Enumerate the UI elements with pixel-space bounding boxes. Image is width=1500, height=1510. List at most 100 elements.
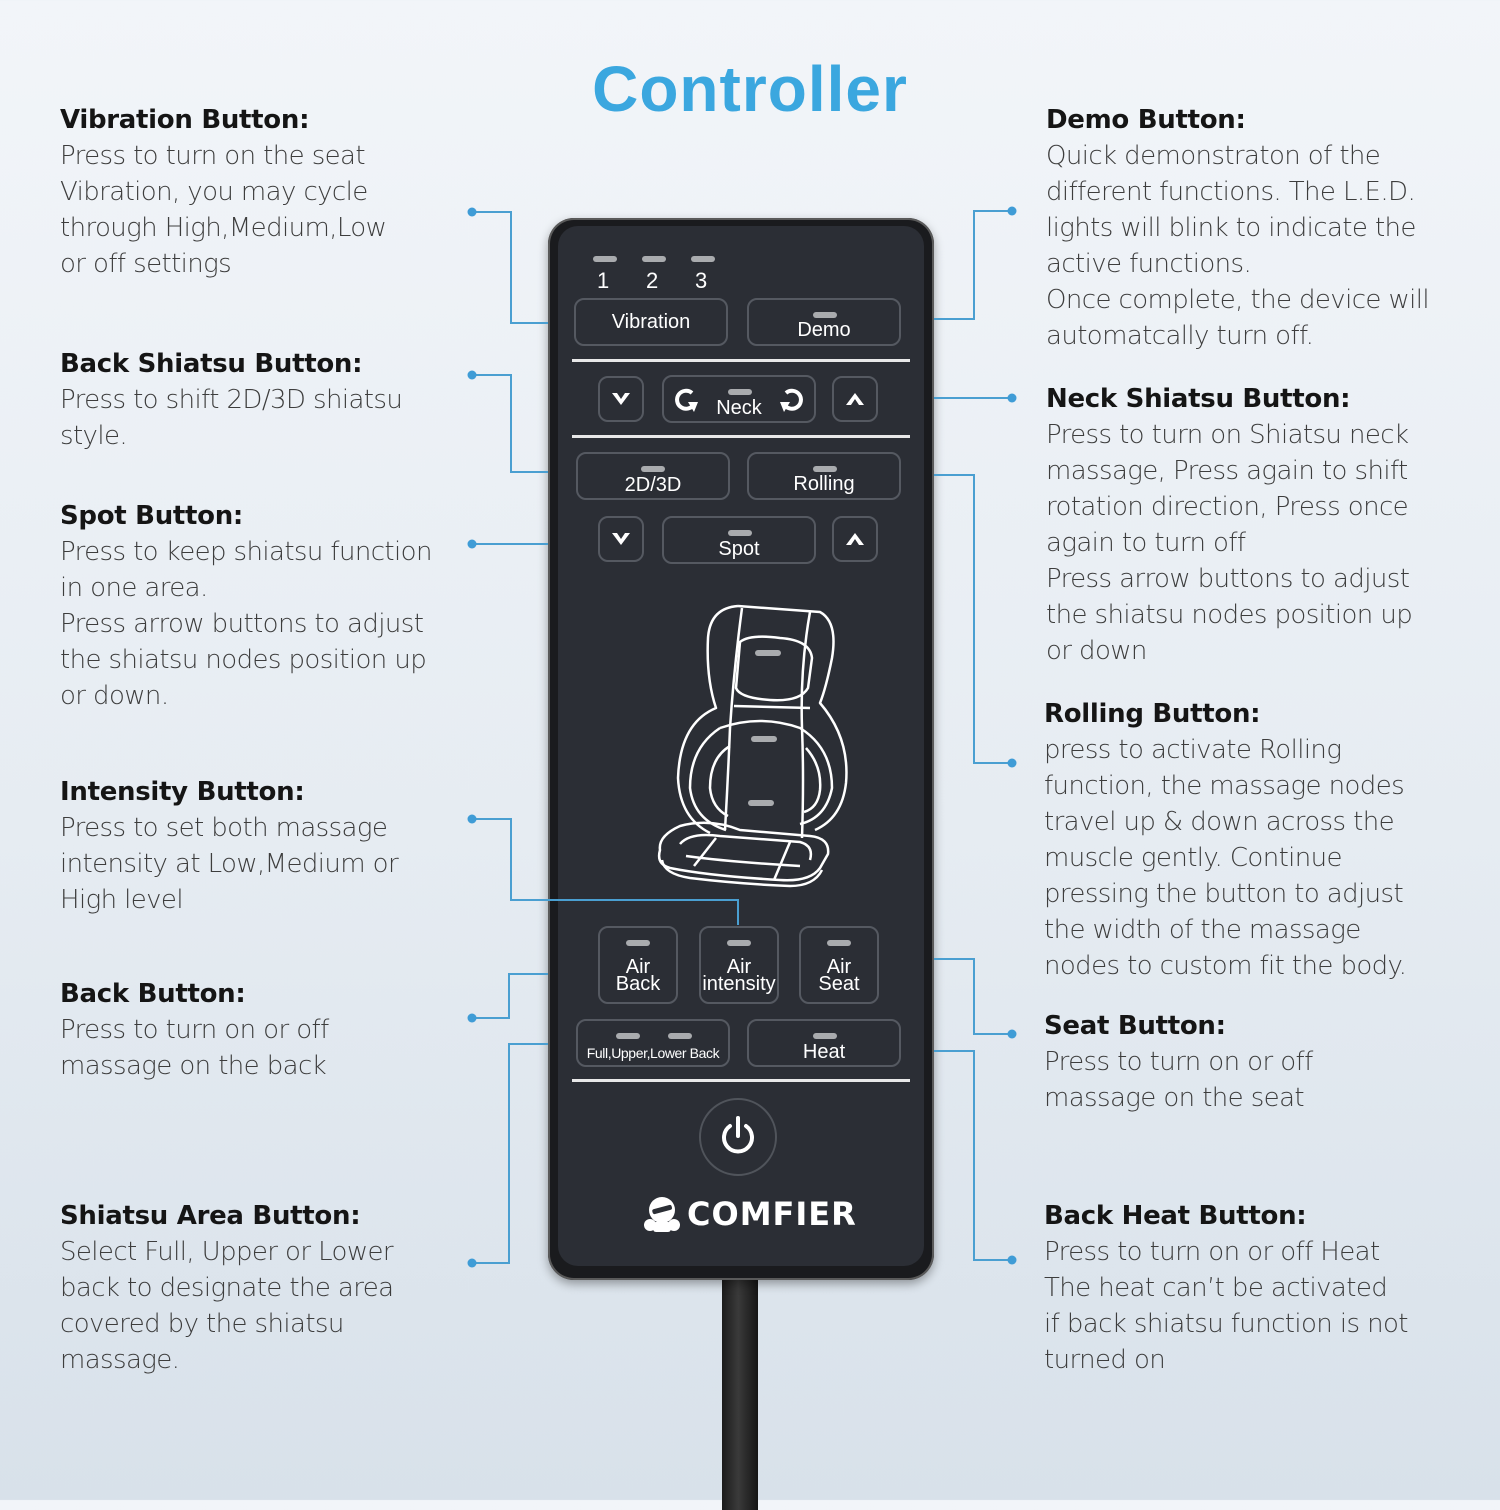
spot-down-button[interactable]	[598, 516, 644, 562]
note-intensity: Intensity Button: Press to set both mass…	[60, 774, 480, 918]
rotate-ccw-icon	[675, 388, 698, 412]
note-spot: Spot Button: Press to keep shiatsu funct…	[60, 498, 480, 714]
note-heading: Spot Button:	[60, 501, 244, 531]
neck-button[interactable]: Neck	[662, 375, 816, 423]
note-body: press to activate Rolling function, the …	[1044, 735, 1407, 981]
note-neck-shiatsu: Neck Shiatsu Button: Press to turn on Sh…	[1046, 381, 1486, 669]
led-air-seat	[827, 940, 851, 946]
note-body: Press to turn on Shiatsu neck massage, P…	[1046, 420, 1413, 666]
note-body: Press to turn on the seat Vibration, you…	[60, 141, 387, 279]
led-vibration-3	[691, 256, 715, 262]
vibration-level-1: 1	[597, 268, 610, 293]
led-air-intensity	[727, 940, 751, 946]
rolling-label: Rolling	[793, 473, 855, 495]
air-intensity-button[interactable]: Air intensity	[699, 926, 779, 1004]
note-body: Select Full, Upper or Lower back to desi…	[60, 1237, 394, 1375]
note-vibration: Vibration Button: Press to turn on the s…	[60, 102, 480, 282]
vibration-level-2: 2	[646, 268, 659, 293]
note-body: Press to keep shiatsu function in one ar…	[60, 537, 432, 711]
air-back-button[interactable]: Air Back	[598, 926, 678, 1004]
demo-button[interactable]: Demo	[747, 298, 901, 346]
led-spot	[728, 530, 752, 536]
neck-down-button[interactable]	[598, 376, 644, 422]
note-rolling: Rolling Button: press to activate Rollin…	[1044, 696, 1484, 984]
neck-up-button[interactable]	[832, 376, 878, 422]
led-vibration-2	[642, 256, 666, 262]
note-heading: Demo Button:	[1046, 105, 1246, 135]
shiatsu-area-button[interactable]: Full,Upper,Lower Back	[576, 1019, 730, 1067]
page-title: Controller	[592, 53, 908, 125]
air-seat-button[interactable]: Air Seat	[799, 926, 879, 1004]
power-button[interactable]	[699, 1098, 777, 1176]
led-area-1	[616, 1033, 640, 1039]
led-lower-zone	[748, 800, 774, 806]
shiatsu-area-label: Full,Upper,Lower Back	[586, 1045, 720, 1061]
note-heading: Intensity Button:	[60, 777, 305, 807]
led-2d3d	[641, 466, 665, 472]
note-body: Press to set both massage intensity at L…	[60, 813, 399, 915]
vibration-level-3: 3	[695, 268, 708, 293]
air-back-label-2: Back	[615, 973, 661, 995]
led-neck	[728, 389, 752, 395]
note-heading: Seat Button:	[1044, 1011, 1226, 1041]
air-seat-label-1: Air	[826, 956, 852, 978]
remote-face: 1 2 3 Vibration Demo Neck	[558, 226, 924, 1266]
led-back-zone	[751, 736, 777, 742]
note-body: Press to shift 2D/3D shiatsu style.	[60, 385, 403, 451]
rolling-button[interactable]: Rolling	[747, 452, 901, 500]
note-heading: Back Button:	[60, 979, 246, 1009]
note-heading: Shiatsu Area Button:	[60, 1201, 361, 1231]
brand-logo: COMFIER	[643, 1194, 857, 1234]
spot-up-button[interactable]	[832, 516, 878, 562]
chevron-up-icon	[846, 533, 864, 545]
note-back: Back Button: Press to turn on or off mas…	[60, 976, 480, 1084]
note-back-shiatsu: Back Shiatsu Button: Press to shift 2D/3…	[60, 346, 480, 454]
vibration-label: Vibration	[611, 311, 691, 333]
mode-2d3d-label: 2D/3D	[624, 474, 682, 496]
power-icon	[722, 1116, 754, 1154]
spot-button[interactable]: Spot	[662, 516, 816, 564]
spot-label: Spot	[718, 538, 760, 560]
note-seat: Seat Button: Press to turn on or off mas…	[1044, 1008, 1484, 1116]
demo-label: Demo	[797, 319, 851, 341]
heat-label: Heat	[802, 1041, 846, 1063]
chevron-down-icon	[612, 393, 630, 405]
rotate-cw-icon	[780, 388, 803, 412]
note-demo: Demo Button: Quick demonstraton of the d…	[1046, 102, 1486, 354]
note-heading: Back Shiatsu Button:	[60, 349, 363, 379]
massage-seat-icon	[657, 604, 848, 888]
comfier-mascot-icon	[644, 1197, 680, 1232]
brand-name: COMFIER	[687, 1195, 857, 1233]
led-air-back	[626, 940, 650, 946]
divider	[572, 359, 910, 362]
note-heading: Neck Shiatsu Button:	[1046, 384, 1351, 414]
note-body: Quick demonstraton of the different func…	[1046, 141, 1430, 351]
led-vibration-1	[593, 256, 617, 262]
mode-2d3d-button[interactable]: 2D/3D	[576, 452, 730, 500]
note-heading: Back Heat Button:	[1044, 1201, 1307, 1231]
vibration-button[interactable]: Vibration	[574, 298, 728, 346]
divider	[572, 435, 910, 438]
air-back-label-1: Air	[625, 956, 651, 978]
led-area-2	[668, 1033, 692, 1039]
note-heading: Rolling Button:	[1044, 699, 1261, 729]
led-demo	[813, 312, 837, 318]
chevron-down-icon	[612, 533, 630, 545]
remote-controller: 1 2 3 Vibration Demo Neck	[548, 218, 934, 1280]
power-cable	[722, 1270, 758, 1510]
air-seat-label-2: Seat	[818, 973, 860, 995]
air-intensity-label-2: intensity	[702, 973, 776, 995]
air-intensity-label-1: Air	[726, 956, 752, 978]
note-body: Press to turn on or off massage on the b…	[60, 1015, 329, 1081]
note-back-heat: Back Heat Button: Press to turn on or of…	[1044, 1198, 1484, 1378]
note-body: Press to turn on or off Heat The heat ca…	[1044, 1237, 1408, 1375]
heat-button[interactable]: Heat	[747, 1019, 901, 1067]
led-neck-zone	[755, 650, 781, 656]
led-rolling	[813, 466, 837, 472]
chevron-up-icon	[846, 393, 864, 405]
note-heading: Vibration Button:	[60, 105, 310, 135]
note-shiatsu-area: Shiatsu Area Button: Select Full, Upper …	[60, 1198, 480, 1378]
divider	[572, 1079, 910, 1082]
neck-label: Neck	[716, 397, 762, 419]
